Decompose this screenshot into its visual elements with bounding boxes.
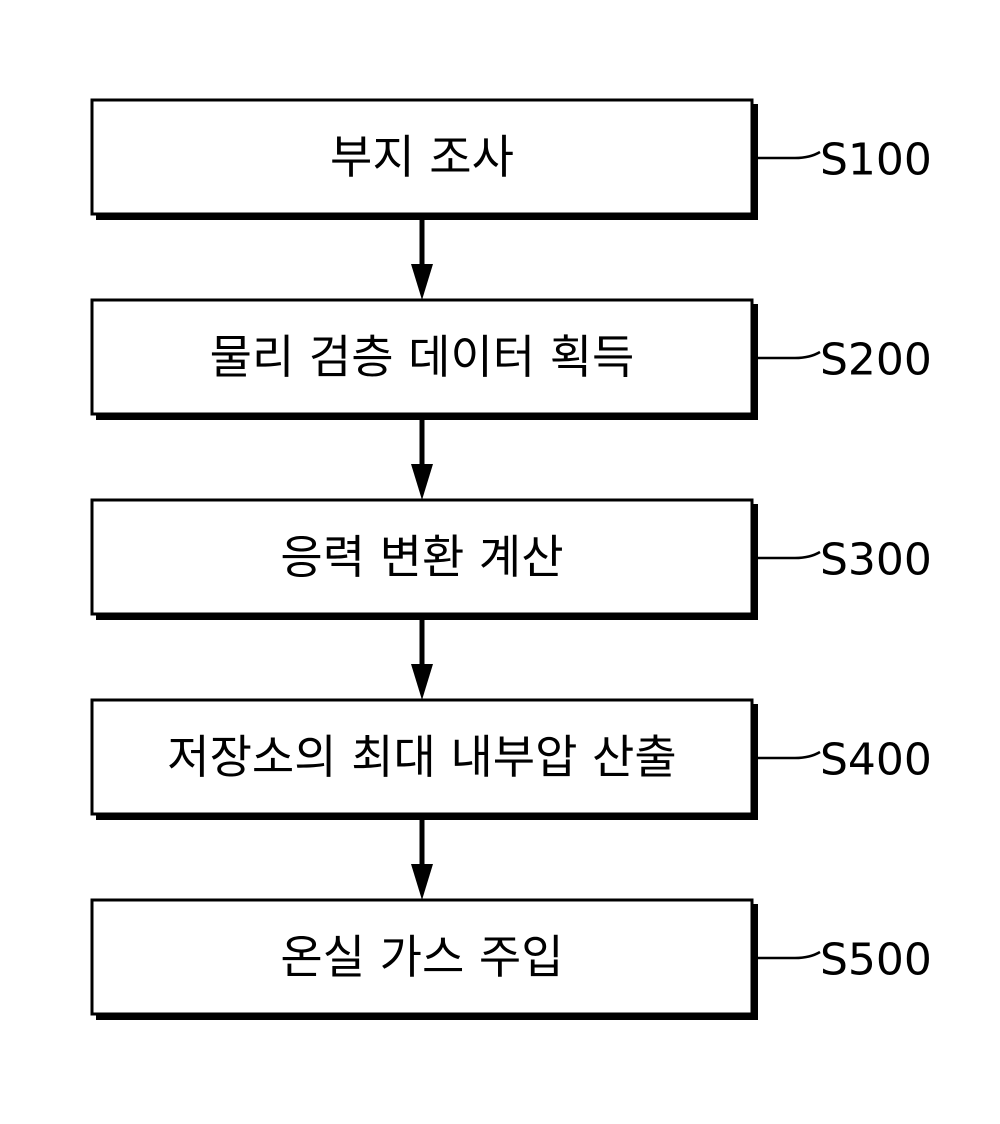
arrowhead-icon (411, 664, 433, 700)
connector-arrow (411, 420, 433, 500)
step-label: S200 (820, 335, 932, 386)
step-text: 온실 가스 주입 (280, 930, 563, 984)
step-text: 저장소의 최대 내부압 산출 (167, 730, 676, 784)
step-label: S400 (820, 735, 932, 786)
arrowhead-icon (411, 464, 433, 500)
step-text: 응력 변환 계산 (280, 530, 563, 584)
arrowhead-icon (411, 864, 433, 900)
label-leader-line (758, 152, 820, 158)
step-s500: 온실 가스 주입 S500 (92, 900, 932, 1020)
step-s200: 물리 검층 데이터 획득 S200 (92, 300, 932, 420)
connector-arrow (411, 820, 433, 900)
label-leader-line (758, 352, 820, 358)
step-label: S100 (820, 135, 932, 186)
label-leader-line (758, 952, 820, 958)
step-label: S500 (820, 935, 932, 986)
step-s300: 응력 변환 계산 S300 (92, 500, 932, 620)
arrowhead-icon (411, 264, 433, 300)
step-label: S300 (820, 535, 932, 586)
step-text: 부지 조사 (330, 130, 514, 184)
connector-arrow (411, 220, 433, 300)
step-s100: 부지 조사 S100 (92, 100, 932, 220)
label-leader-line (758, 552, 820, 558)
step-text: 물리 검층 데이터 획득 (210, 330, 635, 384)
label-leader-line (758, 752, 820, 758)
step-s400: 저장소의 최대 내부압 산출 S400 (92, 700, 932, 820)
connector-arrow (411, 620, 433, 700)
